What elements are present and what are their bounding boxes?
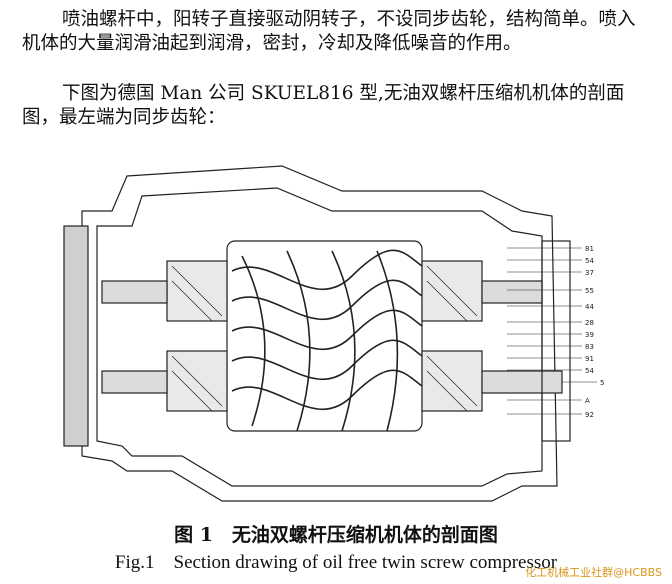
watermark: 化工机械工业社群@HCBBS [525, 566, 662, 579]
shaft-left-lower [101, 370, 168, 394]
paragraph-oil-injected: 喷油螺杆中，阳转子直接驱动阴转子，不设同步齿轮，结构简单。喷入机体的大量润滑油起… [22, 9, 636, 54]
callout-28: 28 [585, 319, 594, 327]
callout-a: A [585, 397, 590, 405]
shaft-right-lower [481, 370, 563, 394]
figure-caption-english: Fig.1 Section drawing of oil free twin s… [114, 552, 558, 573]
callout-44: 44 [585, 303, 594, 311]
callout-55: 55 [585, 287, 594, 295]
callout-83: 83 [585, 343, 594, 351]
compressor-section-drawing: 81 54 37 55 44 28 39 83 91 54 5 A 92 [63, 165, 604, 502]
callout-81: 81 [585, 245, 594, 253]
screw-rotors [231, 249, 423, 432]
paragraph-figure-intro: 下图为德国 Man 公司 SKUEL816 型,无油双螺杆压缩机机体的剖面图，最… [22, 83, 625, 128]
callout-5: 5 [600, 379, 604, 387]
casing-inner [96, 187, 543, 487]
casing-outline [81, 165, 558, 502]
callout-92: 92 [585, 411, 594, 419]
drive-end-housing [541, 240, 571, 442]
shaft-right-upper [481, 280, 543, 304]
callout-54b: 54 [585, 367, 594, 375]
figure-caption-chinese: 图 1 无油双螺杆压缩机机体的剖面图 [174, 524, 498, 546]
callout-54: 54 [585, 257, 594, 265]
callout-37: 37 [585, 269, 594, 277]
callout-91: 91 [585, 355, 594, 363]
callout-39: 39 [585, 331, 594, 339]
timing-gear [63, 225, 89, 447]
rotor-chamber [226, 240, 423, 432]
shaft-left-upper [101, 280, 168, 304]
